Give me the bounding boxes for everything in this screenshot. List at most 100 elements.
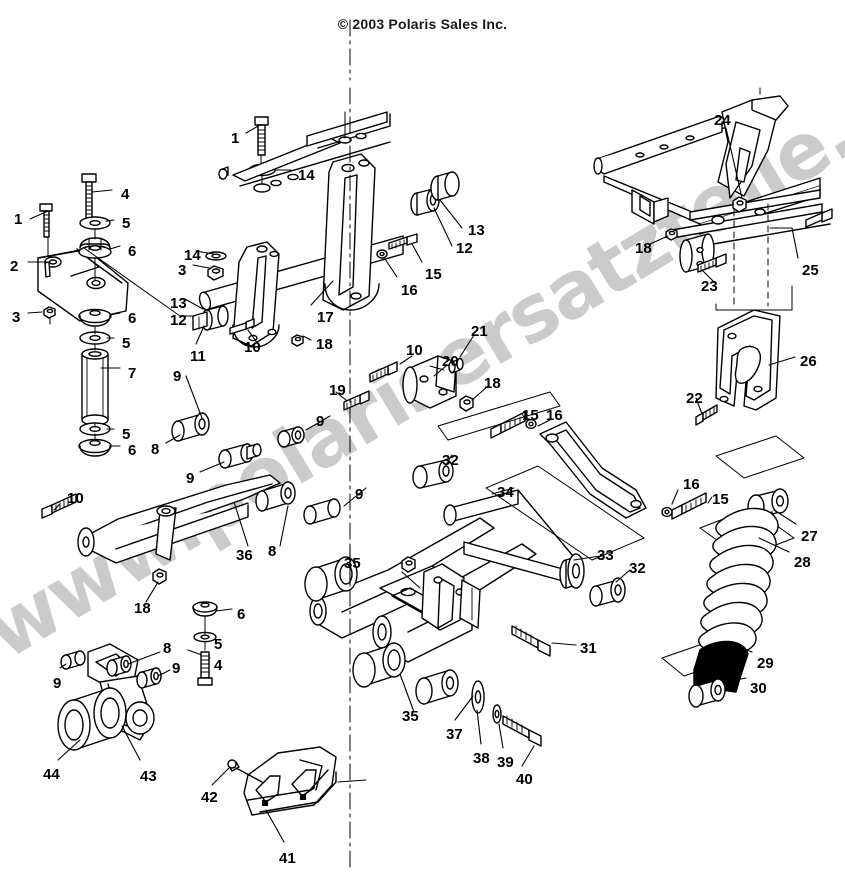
part-sway-arm-left: [232, 241, 280, 348]
callout-29: 29: [757, 655, 774, 672]
callout-12: 12: [170, 312, 187, 329]
part-bushing-6d: [192, 601, 218, 617]
callout-8: 8: [151, 441, 160, 458]
callout-8: 8: [268, 543, 277, 560]
part-bushing-35a: [304, 556, 358, 602]
reference-dashed: [733, 203, 769, 307]
callout-18: 18: [134, 600, 151, 617]
callout-18: 18: [635, 240, 652, 257]
part-washer-5d: [193, 631, 217, 643]
part-bushing-8a: [171, 412, 210, 442]
callout-30: 30: [750, 680, 767, 697]
callout-10: 10: [406, 342, 423, 359]
part-bracket-2: [37, 248, 129, 322]
leader-lines-aarm: [53, 375, 453, 603]
callout-1: 1: [231, 130, 240, 147]
callout-4: 4: [121, 186, 130, 203]
part-nut-18d: [152, 568, 167, 585]
part-bolt-42: [227, 759, 263, 783]
leader-lines-frame: [649, 127, 799, 415]
part-washer-33: [559, 553, 585, 589]
callout-13: 13: [170, 295, 187, 312]
callout-22: 22: [686, 390, 703, 407]
callout-9: 9: [316, 413, 325, 430]
part-nut-24: [732, 196, 747, 213]
callout-20: 20: [442, 353, 459, 370]
part-bushing-8c: [106, 655, 132, 677]
skid-reference: [337, 779, 367, 783]
part-frame-rails: [593, 95, 831, 273]
callout-32: 32: [442, 452, 459, 469]
part-bolt-1b: [254, 116, 269, 176]
callout-15: 15: [712, 491, 729, 508]
callout-3: 3: [178, 262, 187, 279]
callout-10: 10: [67, 490, 84, 507]
part-shock-absorber: [688, 488, 789, 708]
callout-25: 25: [802, 262, 819, 279]
part-bushing-9b: [303, 498, 341, 525]
callout-21: 21: [471, 323, 488, 340]
callout-6: 6: [128, 243, 137, 260]
part-bushing-32b: [589, 577, 626, 607]
part-bolt-4b: [197, 651, 213, 686]
callout-8: 8: [163, 640, 172, 657]
part-washer-16b: [525, 418, 537, 430]
callout-9: 9: [186, 470, 195, 487]
part-bushing-12-13-left: [192, 305, 229, 331]
part-bushing-6c: [78, 438, 112, 457]
part-bolt-15a: [388, 233, 418, 250]
part-spacer-37: [415, 669, 459, 705]
part-bolt-19: [343, 390, 370, 411]
part-bolt-22: [695, 404, 718, 426]
leader-lines-skid: [211, 766, 285, 843]
callout-13: 13: [468, 222, 485, 239]
leader-lines-shock-bracket: [521, 413, 713, 505]
part-coil-spring-28: [698, 507, 779, 656]
callout-24: 24: [714, 112, 731, 129]
copyright-notice: © 2003 Polaris Sales Inc.: [337, 16, 508, 32]
callout-37: 37: [446, 726, 463, 743]
leader-lines-knuckle: [57, 651, 171, 761]
leader-lines-sway: [184, 124, 463, 345]
part-bolt-15b: [490, 411, 526, 439]
part-spindle-bracket-26: [715, 309, 781, 411]
callout-34: 34: [497, 484, 514, 501]
part-shock-bracket: [539, 421, 647, 519]
part-bolt-10b: [369, 361, 398, 383]
callout-6: 6: [237, 606, 246, 623]
callout-14: 14: [184, 247, 201, 264]
callout-28: 28: [794, 554, 811, 571]
part-upper-a-arm: [77, 474, 281, 564]
callout-41: 41: [279, 850, 296, 867]
callout-33: 33: [597, 547, 614, 564]
callout-44: 44: [43, 766, 60, 783]
part-washer-39: [492, 704, 502, 724]
leader-lines-link: [335, 334, 489, 401]
part-skid-plate-41: [243, 746, 337, 816]
callout-16: 16: [683, 476, 700, 493]
callout-2: 2: [10, 258, 19, 275]
part-bushing-32a: [412, 459, 454, 489]
part-bushing-9a: [218, 443, 262, 469]
callout-9: 9: [173, 368, 182, 385]
callout-1: 1: [14, 211, 23, 228]
part-nut-18c: [459, 395, 474, 412]
callout-9: 9: [355, 486, 364, 503]
callout-32: 32: [629, 560, 646, 577]
part-nut-3a: [43, 306, 56, 325]
callout-9: 9: [172, 660, 181, 677]
callout-5: 5: [122, 215, 131, 232]
part-bushing-21: [448, 357, 464, 374]
callout-15: 15: [522, 407, 539, 424]
callout-4: 4: [214, 657, 223, 674]
callout-40: 40: [516, 771, 533, 788]
leader-lines-upper-left: [27, 189, 233, 659]
leader-lines-shock: [725, 509, 797, 683]
callout-16: 16: [546, 407, 563, 424]
callout-5: 5: [122, 335, 131, 352]
callout-12: 12: [456, 240, 473, 257]
part-washer-16c: [661, 506, 673, 518]
part-bolt-25: [805, 208, 833, 228]
